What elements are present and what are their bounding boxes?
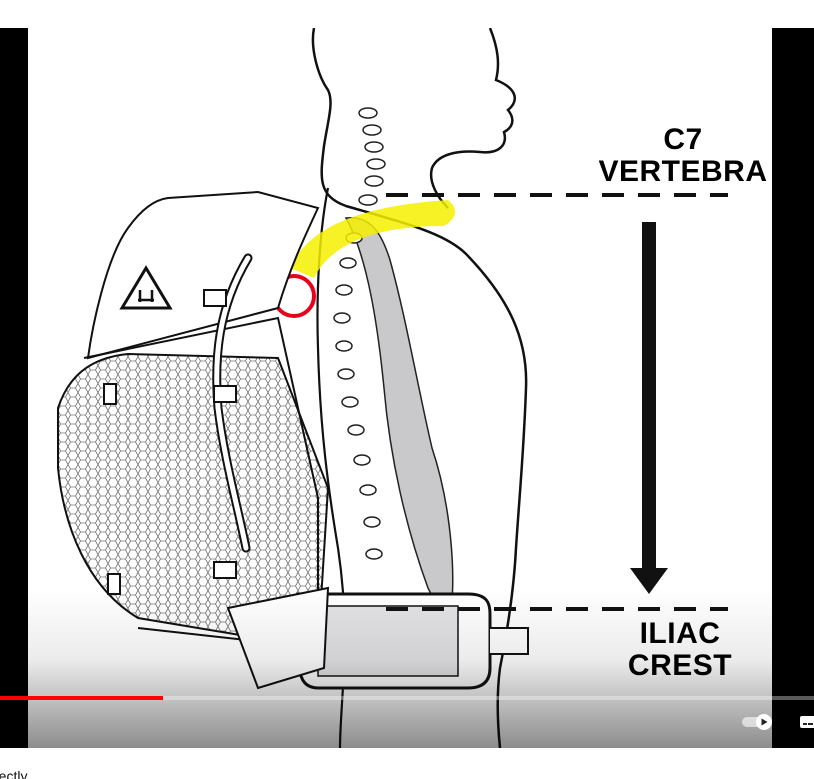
subtitles-icon[interactable] xyxy=(800,714,814,730)
top-bar xyxy=(0,0,814,28)
strap-buckle-2 xyxy=(213,385,237,403)
c7-label-line2: VERTEBRA xyxy=(598,154,768,188)
strap-buckle-1 xyxy=(203,289,227,307)
hip-belt-inner xyxy=(317,605,459,677)
pack-loop-2 xyxy=(107,573,121,595)
c7-label-line1: C7 xyxy=(663,123,703,156)
arrow-head xyxy=(630,568,668,594)
shoulder-strap-inner xyxy=(214,255,251,551)
body-outline xyxy=(311,28,528,748)
iliac-label-line1: ILIAC xyxy=(639,617,721,650)
iliac-crest-label: ILIAC CREST xyxy=(590,618,770,681)
c7-highlight xyxy=(290,200,456,278)
hyperlite-logo-icon xyxy=(119,265,173,310)
head-outline xyxy=(429,28,516,209)
pack-bottom-wing xyxy=(226,586,330,690)
description-snippet: rectly xyxy=(0,768,28,779)
strap-buckle-3 xyxy=(213,561,237,579)
progress-bar[interactable] xyxy=(0,696,814,700)
pack-mesh xyxy=(57,352,330,650)
iliac-label-line2: CREST xyxy=(627,648,733,682)
pack-loop-1 xyxy=(103,383,117,405)
below-video-area: rectly xyxy=(0,748,814,779)
autoplay-toggle-icon[interactable] xyxy=(742,714,778,730)
c7-vertebra-label: C7 VERTEBRA xyxy=(588,124,778,187)
video-player[interactable]: C7 VERTEBRA ILIAC CREST xyxy=(0,28,814,748)
pack-top xyxy=(86,190,320,360)
video-frame[interactable]: C7 VERTEBRA ILIAC CREST xyxy=(28,28,772,748)
progress-bar-played xyxy=(0,696,163,700)
backpack-spine-illustration xyxy=(57,28,728,748)
arrow-shaft xyxy=(642,222,656,572)
hip-belt-strap xyxy=(490,627,529,655)
spine-shade xyxy=(344,217,454,631)
